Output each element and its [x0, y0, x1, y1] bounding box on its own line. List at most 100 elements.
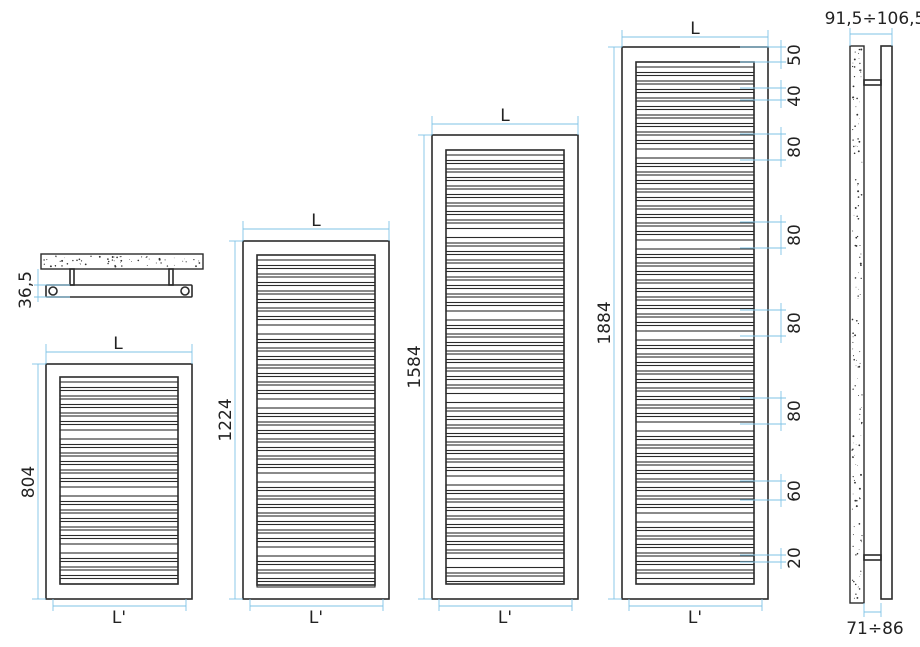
wall-speck — [857, 182, 859, 185]
radiator-bar — [445, 575, 565, 583]
radiator-bar — [445, 543, 565, 551]
wall-speck — [857, 366, 859, 368]
radiator-bar — [635, 398, 755, 406]
wall-speck — [855, 145, 857, 147]
wall-speck — [857, 295, 859, 297]
wall-speck — [173, 257, 175, 259]
wall-speck — [858, 288, 860, 290]
radiator-bar — [635, 415, 755, 423]
wall-speck — [854, 206, 857, 209]
side-view-wall-texture — [851, 48, 863, 599]
wall-speck — [193, 258, 195, 261]
radiator-bar — [59, 503, 179, 511]
radiator-bar — [445, 435, 565, 443]
wall-speck — [854, 51, 856, 53]
top-view-fitting-left — [48, 286, 58, 296]
radiator-bar — [256, 424, 376, 432]
radiator-bar — [256, 367, 376, 375]
wall-speck — [158, 258, 161, 261]
wall-speck — [857, 378, 858, 380]
wall-speck — [854, 179, 857, 181]
radiator-bar — [445, 205, 565, 213]
radiator-bar — [256, 310, 376, 318]
radiator-bar — [635, 216, 755, 224]
wall-speck — [72, 259, 74, 262]
radiator-bar — [635, 108, 755, 116]
radiator-bar — [635, 447, 755, 455]
wall-speck — [184, 258, 185, 260]
radiator-bar — [635, 506, 755, 514]
radiator-bar — [635, 256, 755, 264]
wall-speck — [861, 421, 863, 424]
wall-speck — [61, 265, 63, 267]
wall-speck — [198, 260, 200, 262]
wall-speck — [856, 499, 858, 502]
radiator-bar — [445, 492, 565, 500]
radiator-bar — [445, 154, 565, 162]
radiator-bar — [635, 324, 755, 332]
side-view-radiator — [880, 45, 893, 600]
wall-speck — [852, 493, 854, 495]
radiator-bar — [256, 276, 376, 284]
wall-speck — [858, 58, 860, 59]
radiator-1224-frame — [242, 240, 390, 600]
radiator-bar — [256, 441, 376, 449]
radiator-bar — [445, 222, 565, 230]
radiator-bar — [635, 299, 755, 307]
side-view-bracket-bottom — [863, 554, 882, 561]
radiator-bar — [635, 538, 755, 546]
radiator-804: L 804 L' — [19, 334, 193, 628]
wall-speck — [857, 185, 858, 187]
radiator-bar — [635, 430, 755, 438]
radiator-1584: L 1584 L' — [405, 106, 579, 628]
wall-speck — [121, 265, 123, 267]
wall-speck — [137, 259, 140, 262]
radiator-bar — [445, 287, 565, 295]
wall-speck — [860, 253, 862, 255]
wall-speck — [855, 554, 857, 556]
radiator-1884-height-label: 1884 — [595, 301, 615, 344]
wall-speck — [857, 190, 860, 193]
wall-speck — [858, 272, 859, 274]
radiator-1584-frame — [431, 134, 579, 600]
radiator-bar — [256, 580, 376, 588]
radiator-1224-width-label: L — [311, 211, 321, 231]
radiator-bar — [445, 518, 565, 526]
wall-speck — [859, 362, 861, 364]
radiator-bar — [445, 418, 565, 426]
wall-speck — [113, 260, 115, 262]
wall-speck — [857, 217, 860, 220]
wall-speck — [855, 593, 857, 595]
spacing-80-c: 80 — [740, 303, 805, 343]
wall-speck — [854, 499, 857, 502]
radiator-bar — [635, 100, 755, 108]
radiator-1584-width-label: L — [500, 106, 510, 126]
wall-speck — [861, 161, 863, 163]
radiator-bar — [256, 515, 376, 523]
dim-wall-gap-label: 36,5 — [16, 271, 36, 309]
radiator-bar — [59, 495, 179, 503]
wall-speck — [120, 256, 122, 258]
wall-speck — [852, 139, 854, 141]
radiator-bar — [635, 356, 755, 364]
radiator-bar — [445, 162, 565, 170]
radiator-1584-inner-width-label: L' — [498, 608, 512, 628]
wall-speck — [853, 152, 856, 155]
wall-speck — [43, 259, 45, 261]
radiator-bar — [256, 259, 376, 267]
wall-speck — [858, 523, 861, 525]
radiator-bar — [445, 213, 565, 221]
radiator-bar — [635, 521, 755, 529]
radiator-bar — [635, 117, 755, 125]
wall-speck — [852, 348, 854, 350]
wall-speck — [853, 479, 855, 481]
radiator-bar — [445, 344, 565, 352]
wall-speck — [857, 323, 859, 325]
wall-speck — [854, 481, 856, 484]
wall-speck — [857, 465, 858, 466]
radiator-bar — [59, 381, 179, 389]
wall-speck — [859, 294, 861, 296]
wall-speck — [59, 260, 61, 262]
wall-speck — [855, 359, 857, 361]
